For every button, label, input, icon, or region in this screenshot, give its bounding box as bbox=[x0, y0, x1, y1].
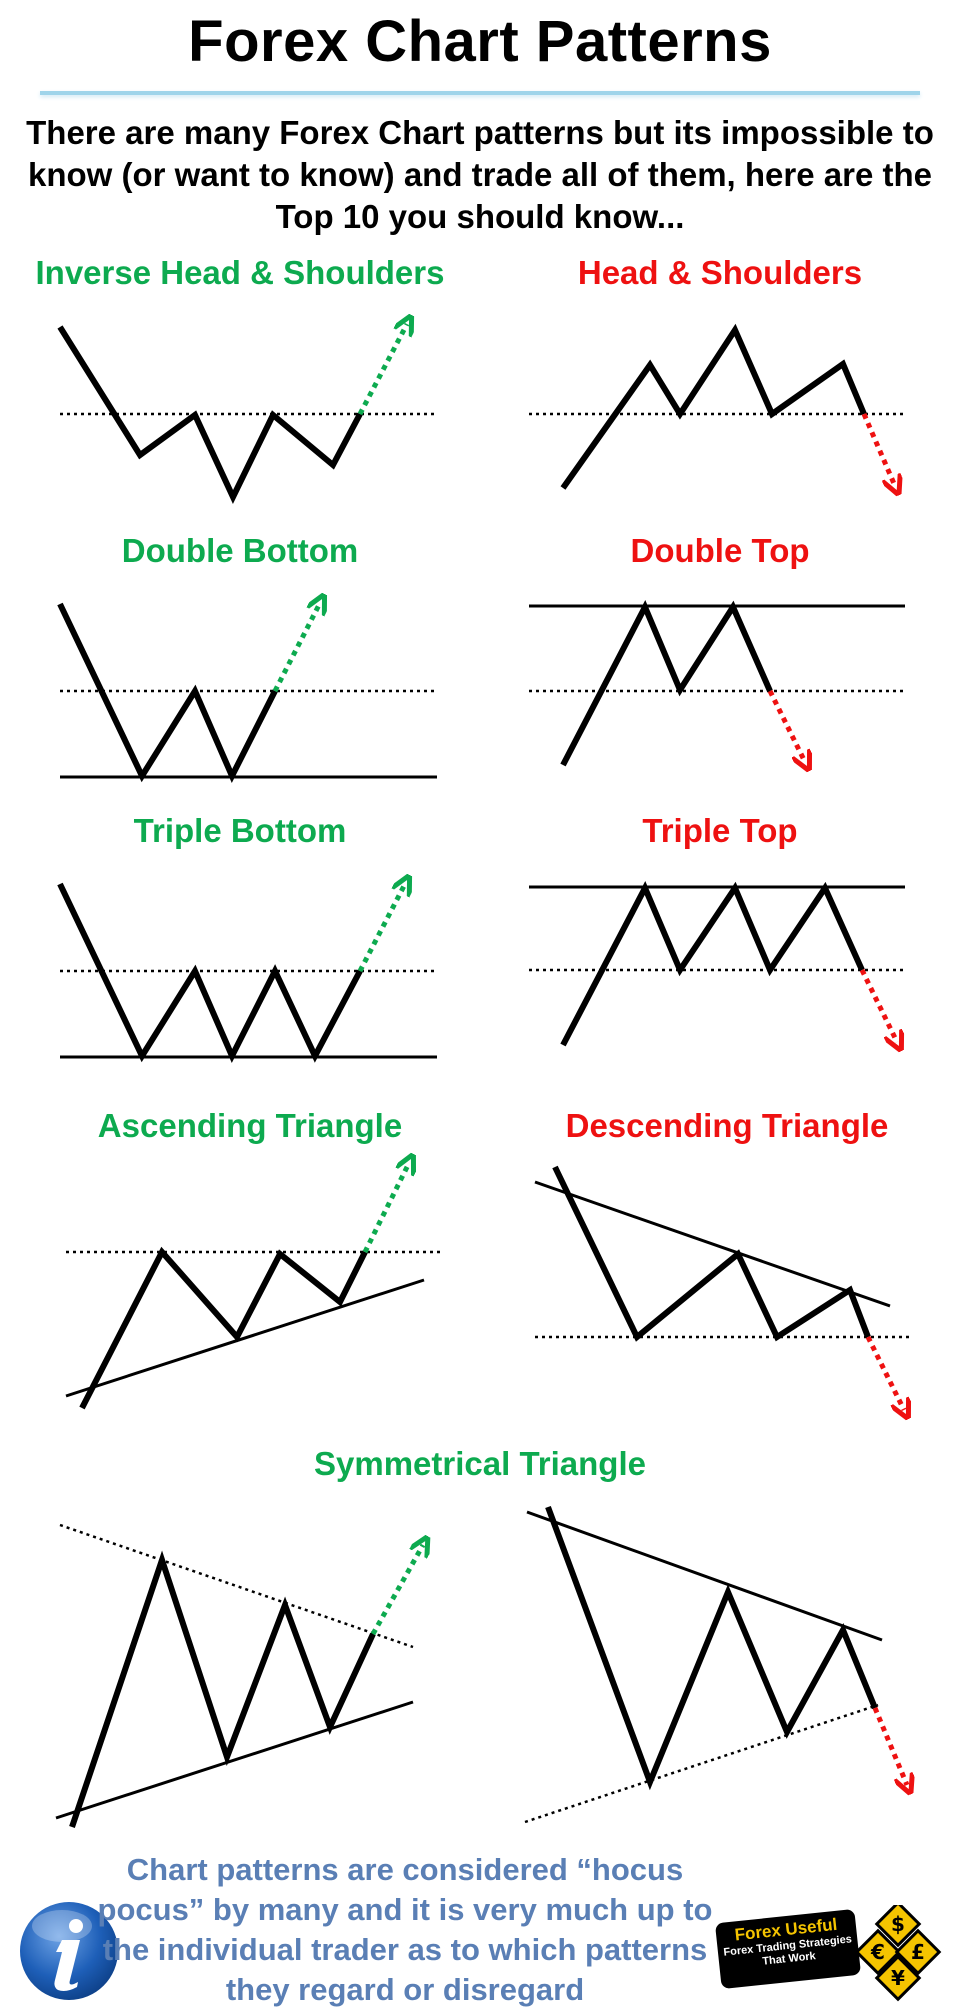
resistance-trendline bbox=[59, 1523, 414, 1649]
support-trendline bbox=[524, 1703, 879, 1824]
coin-pound: £ bbox=[911, 1940, 925, 1964]
price-path bbox=[69, 1550, 376, 1828]
breakdown-arrow bbox=[865, 1335, 904, 1410]
resistance-trendline bbox=[526, 1510, 883, 1642]
price-path bbox=[57, 602, 278, 784]
price-path bbox=[57, 882, 363, 1064]
currency-coins-icon: $ € £ ¥ bbox=[855, 1905, 942, 2002]
breakout-arrow bbox=[357, 324, 407, 416]
support-trendline bbox=[65, 1278, 425, 1398]
diagram-triple-bottom bbox=[57, 882, 437, 1064]
price-path bbox=[79, 1246, 368, 1410]
label-ascending-triangle: Ascending Triangle bbox=[97, 1107, 403, 1144]
price-path bbox=[57, 325, 363, 504]
diagram-triple-top bbox=[529, 880, 905, 1047]
coin-yen: ¥ bbox=[891, 1966, 905, 1990]
label-symmetrical-triangle: Symmetrical Triangle bbox=[314, 1445, 646, 1482]
breakout-arrow bbox=[357, 884, 405, 973]
diagram-ascending-triangle bbox=[65, 1163, 442, 1410]
diagram-symmetrical-triangle-bullish bbox=[55, 1523, 423, 1828]
price-path bbox=[545, 1505, 878, 1791]
breakout-arrow bbox=[362, 1163, 409, 1254]
label-inverse-head-shoulders: Inverse Head & Shoulders bbox=[35, 254, 445, 291]
diagram-inverse-head-shoulders bbox=[57, 324, 437, 504]
intro-text: There are many Forex Chart patterns but … bbox=[26, 114, 934, 235]
breakdown-arrow bbox=[872, 1707, 907, 1785]
footer-disclaimer: Chart patterns are considered “hocus poc… bbox=[97, 1852, 713, 2007]
label-double-bottom: Double Bottom bbox=[121, 532, 359, 569]
breakdown-arrow bbox=[859, 968, 897, 1042]
label-triple-top: Triple Top bbox=[642, 812, 798, 849]
diagram-descending-triangle bbox=[534, 1165, 910, 1410]
resistance-trendline bbox=[534, 1180, 891, 1308]
label-triple-bottom: Triple Bottom bbox=[133, 812, 347, 849]
page-title: Forex Chart Patterns bbox=[188, 9, 772, 74]
price-path bbox=[560, 599, 773, 767]
breakout-arrow bbox=[370, 1545, 423, 1636]
label-descending-triangle: Descending Triangle bbox=[565, 1107, 889, 1144]
breakdown-arrow bbox=[767, 689, 805, 762]
coin-dollar: $ bbox=[891, 1912, 905, 1936]
diagram-double-top bbox=[529, 599, 905, 767]
title-divider bbox=[40, 91, 920, 95]
label-double-top: Double Top bbox=[630, 532, 810, 569]
breakout-arrow bbox=[272, 603, 320, 693]
diagram-head-shoulders bbox=[529, 323, 905, 490]
diagram-symmetrical-triangle-bearish bbox=[524, 1505, 907, 1824]
price-path bbox=[560, 323, 867, 490]
price-path bbox=[552, 1165, 871, 1342]
label-head-shoulders: Head & Shoulders bbox=[577, 254, 863, 291]
info-icon bbox=[20, 1902, 118, 2000]
coin-euro: € bbox=[870, 1940, 885, 1964]
support-trendline bbox=[55, 1700, 414, 1820]
diagram-double-bottom bbox=[57, 602, 437, 784]
breakdown-arrow bbox=[861, 413, 895, 486]
price-path bbox=[560, 880, 865, 1047]
